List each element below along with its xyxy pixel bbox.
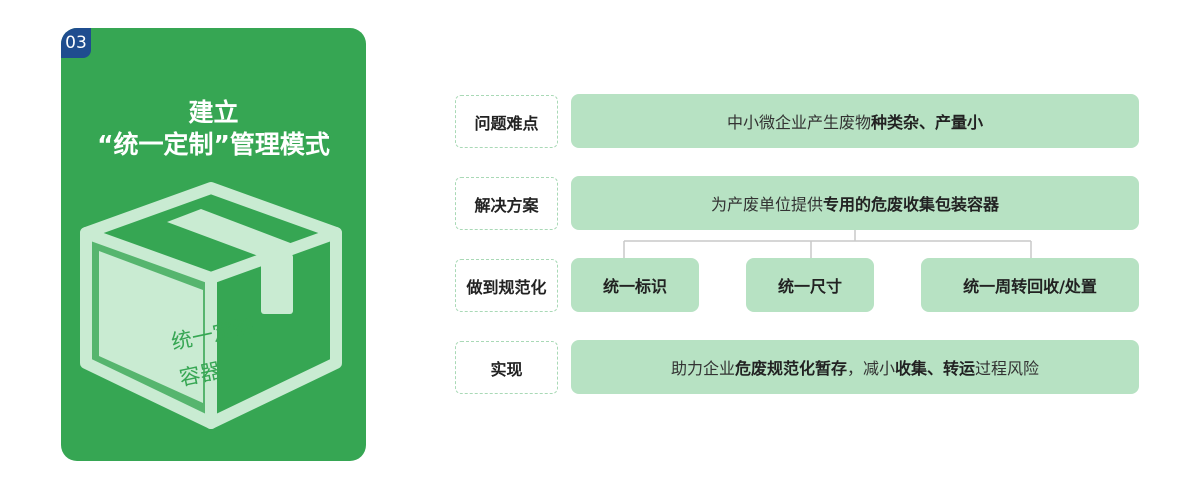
card-title-line1: 建立 [188, 98, 239, 127]
achieve-bar: 助力企业危废规范化暂存，减小收集、转运过程风险 [571, 340, 1139, 394]
row-label-solution: 解决方案 [455, 177, 558, 230]
problem-text: 中小微企业产生废物种类杂、产量小 [726, 113, 984, 132]
achieve-text: 助力企业危废规范化暂存，减小收集、转运过程风险 [670, 359, 1040, 378]
row-label-problem: 问题难点 [455, 95, 558, 148]
row-label-achieve: 实现 [455, 341, 558, 394]
problem-bar: 中小微企业产生废物种类杂、产量小 [571, 94, 1139, 148]
step-number-badge: 03 [61, 28, 91, 58]
solution-bar: 为产废单位提供专用的危废收集包装容器 [571, 176, 1139, 230]
box-icon [80, 182, 342, 429]
title-card: 03 建立 “统一定制”管理模式 统一定制 容器 [61, 28, 366, 461]
row-label-standardize: 做到规范化 [455, 259, 558, 312]
standard-item-label: 统一标识 [571, 258, 699, 312]
standard-item-size: 统一尺寸 [746, 258, 874, 312]
card-title-line2: “统一定制”管理模式 [97, 130, 330, 159]
solution-text: 为产废单位提供专用的危废收集包装容器 [710, 195, 1000, 214]
standard-item-recycling: 统一周转回收/处置 [921, 258, 1139, 312]
